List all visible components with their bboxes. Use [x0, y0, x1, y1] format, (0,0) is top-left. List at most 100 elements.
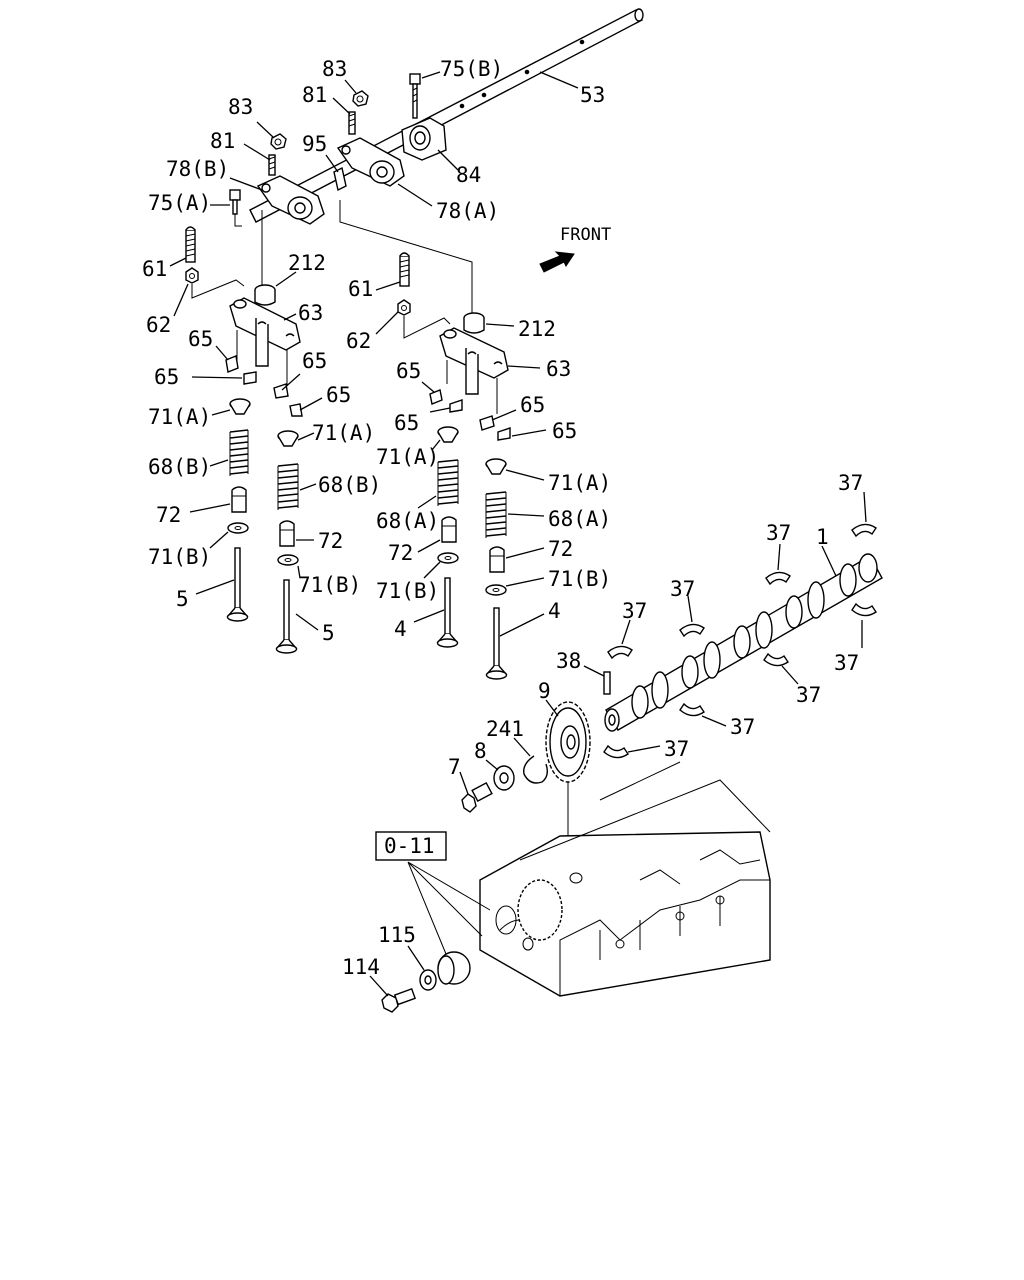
- label-65-g: 65: [520, 393, 545, 417]
- label-72-b: 72: [318, 529, 343, 553]
- lock-nut-62-right: [397, 299, 411, 316]
- label-37-c: 37: [670, 577, 695, 601]
- label-1: 1: [816, 525, 829, 549]
- label-83-lower: 83: [228, 95, 253, 119]
- plug-115: [437, 951, 471, 985]
- label-37-f: 37: [796, 683, 821, 707]
- cam-gear-9: [545, 701, 591, 783]
- cam-bearing-37-e: [851, 602, 877, 617]
- spring-retainer-71a-right1: [437, 426, 459, 443]
- label-72-d: 72: [548, 537, 573, 561]
- cam-bearing-37-b: [765, 571, 791, 586]
- label-115: 115: [378, 923, 416, 947]
- label-83-upper: 83: [322, 57, 347, 81]
- stem-seal-72-right2: [489, 546, 505, 573]
- label-81-upper: 81: [302, 83, 327, 107]
- label-71b-3: 71(B): [376, 579, 439, 603]
- valve-spring-68b-left1: [229, 429, 249, 476]
- cam-bearing-37-c: [679, 623, 705, 638]
- label-37-h: 37: [664, 737, 689, 761]
- label-114: 114: [342, 955, 380, 979]
- label-72-c: 72: [388, 541, 413, 565]
- label-72-a: 72: [156, 503, 181, 527]
- label-68a-1: 68(A): [376, 509, 439, 533]
- valve-bridge-63-right: [439, 327, 509, 395]
- label-5-b: 5: [322, 621, 335, 645]
- valve-bridge-63-left: [229, 297, 301, 367]
- snap-ring-241: [523, 755, 549, 784]
- label-75a: 75(A): [148, 191, 211, 215]
- cam-bearing-37-h: [603, 744, 629, 759]
- label-65-d: 65: [326, 383, 351, 407]
- collet-65-a: [225, 355, 239, 373]
- label-62-right: 62: [346, 329, 371, 353]
- valve-spring-68a-right2: [485, 491, 507, 538]
- label-81-lower: 81: [210, 129, 235, 153]
- label-71b-1: 71(B): [148, 545, 211, 569]
- intake-valve-4-a: [436, 577, 459, 648]
- nut-83-lower: [270, 133, 287, 150]
- cap-212-left: [254, 284, 276, 306]
- label-65-f: 65: [394, 411, 419, 435]
- label-37-a: 37: [838, 471, 863, 495]
- exhaust-valve-5-b: [275, 579, 298, 654]
- label-71a-1: 71(A): [148, 405, 211, 429]
- spring-seat-71b-left1: [227, 522, 249, 534]
- bolt-75a: [229, 189, 241, 215]
- cam-bearing-37-f: [763, 652, 789, 667]
- spring-retainer-71a-left2: [277, 430, 299, 447]
- bolt-114: [381, 987, 417, 1013]
- label-63-right: 63: [546, 357, 571, 381]
- stud-81-upper: [348, 111, 356, 135]
- camshaft: [604, 553, 883, 732]
- stem-seal-72-left2: [279, 520, 295, 547]
- label-7: 7: [448, 755, 461, 779]
- label-65-b: 65: [154, 365, 179, 389]
- rocker-arm-78b: [256, 175, 325, 225]
- bolt-75b: [409, 73, 421, 119]
- spring-seat-71b-right2: [485, 584, 507, 596]
- label-61-right: 61: [348, 277, 373, 301]
- collet-65-b: [243, 371, 257, 385]
- label-65-e: 65: [396, 359, 421, 383]
- label-71b-4: 71(B): [548, 567, 611, 591]
- label-37-e: 37: [834, 651, 859, 675]
- label-65-a: 65: [188, 327, 213, 351]
- label-37-b: 37: [766, 521, 791, 545]
- reference-box[interactable]: 0-11: [375, 831, 447, 861]
- washer-115: [419, 969, 437, 991]
- label-241: 241: [486, 717, 524, 741]
- cam-bearing-37-g: [679, 702, 705, 717]
- label-37-d: 37: [622, 599, 647, 623]
- label-65-c: 65: [302, 349, 327, 373]
- nut-83-upper: [352, 90, 369, 107]
- shaft-bracket-84: [401, 117, 447, 161]
- label-68a-2: 68(A): [548, 507, 611, 531]
- front-label: FRONT: [560, 225, 611, 245]
- stud-81-lower: [268, 154, 276, 176]
- spring-retainer-71a-right2: [485, 458, 507, 475]
- collet-65-g: [479, 415, 495, 431]
- cam-bearing-37-d: [607, 645, 633, 660]
- label-9: 9: [538, 679, 551, 703]
- label-38: 38: [556, 649, 581, 673]
- label-95: 95: [302, 132, 327, 156]
- label-4-a: 4: [394, 617, 407, 641]
- label-71b-2: 71(B): [298, 573, 361, 597]
- cap-212-right: [463, 312, 485, 334]
- washer-8: [493, 765, 515, 791]
- valve-spring-68b-left2: [277, 463, 299, 510]
- label-4-b: 4: [548, 599, 561, 623]
- front-arrow-icon: [539, 251, 575, 273]
- adjust-screw-61-right: [399, 252, 410, 287]
- label-71a-2: 71(A): [312, 421, 375, 445]
- rocker-arm-78a: [336, 137, 405, 187]
- label-212-right: 212: [518, 317, 556, 341]
- exhaust-valve-5-a: [226, 547, 249, 622]
- label-65-h: 65: [552, 419, 577, 443]
- spring-seat-71b-left2: [277, 554, 299, 566]
- label-68b-1: 68(B): [148, 455, 211, 479]
- spring-95: [333, 166, 347, 192]
- cam-bearing-37-a: [851, 523, 877, 538]
